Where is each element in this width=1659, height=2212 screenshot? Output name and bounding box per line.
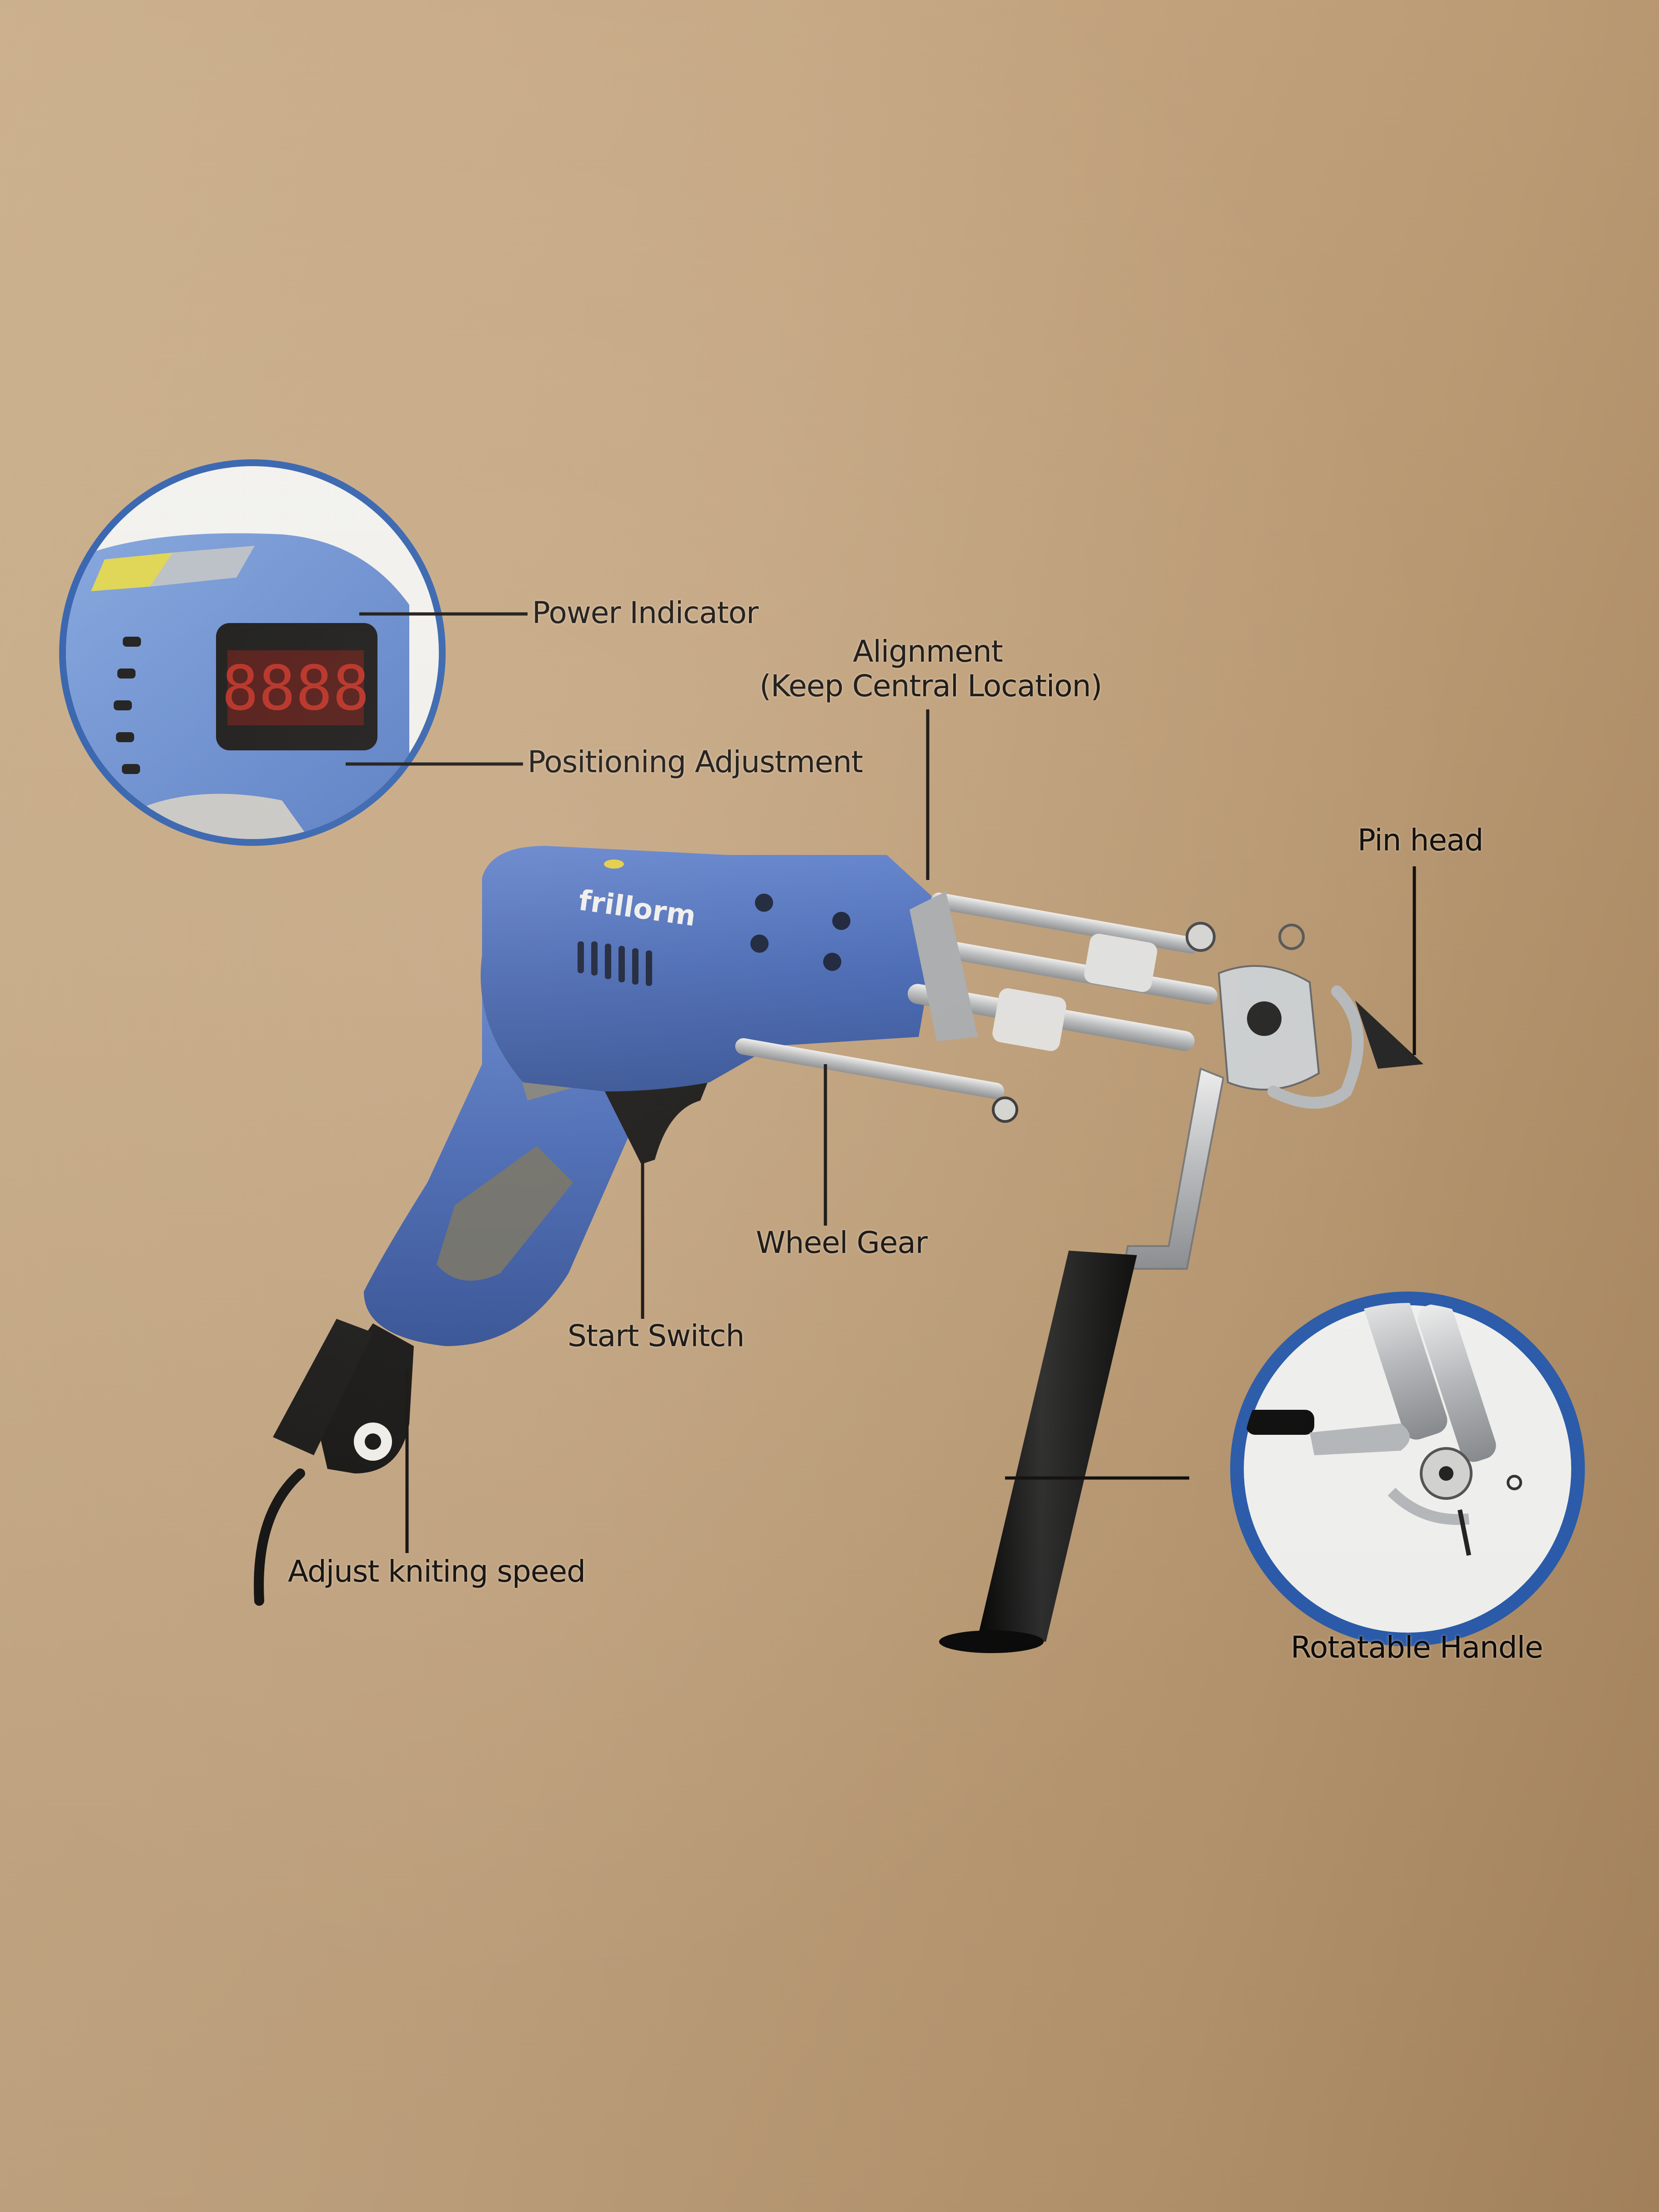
display-closeup-inset: 8888	[59, 459, 446, 846]
label-alignment-subtitle: (Keep Central Location)	[759, 668, 1102, 704]
leader-lines	[346, 612, 1416, 1553]
needle-mechanism	[907, 891, 1423, 1109]
rotatable-handle	[978, 1251, 1137, 1642]
grip-rubber-pad	[437, 1146, 573, 1281]
motor-housing	[480, 846, 941, 1091]
label-alignment-title: Alignment	[853, 634, 1003, 669]
label-start-switch: Start Switch	[568, 1318, 744, 1353]
tufting-gun: frillorm	[254, 846, 1423, 1653]
power-cord	[254, 1468, 305, 1606]
label-adjust-speed: Adjust kniting speed	[288, 1554, 586, 1589]
label-wheel-gear: Wheel Gear	[756, 1225, 928, 1260]
label-pin-head: Pin head	[1357, 823, 1483, 858]
handle-bracket	[1122, 1067, 1225, 1270]
pin-head-guard	[1267, 985, 1364, 1109]
label-positioning-adjustment: Positioning Adjustment	[528, 744, 863, 779]
handle-closeup-inset	[1230, 1292, 1585, 1646]
vent-slots	[578, 941, 652, 986]
label-power-indicator: Power Indicator	[532, 595, 759, 630]
wheel-gear-rod	[735, 1038, 1005, 1099]
label-alignment: Alignment (Keep Central Location)	[759, 634, 1102, 704]
display-digits: 8888	[221, 653, 369, 724]
label-rotatable-handle: Rotatable Handle	[1291, 1630, 1543, 1665]
